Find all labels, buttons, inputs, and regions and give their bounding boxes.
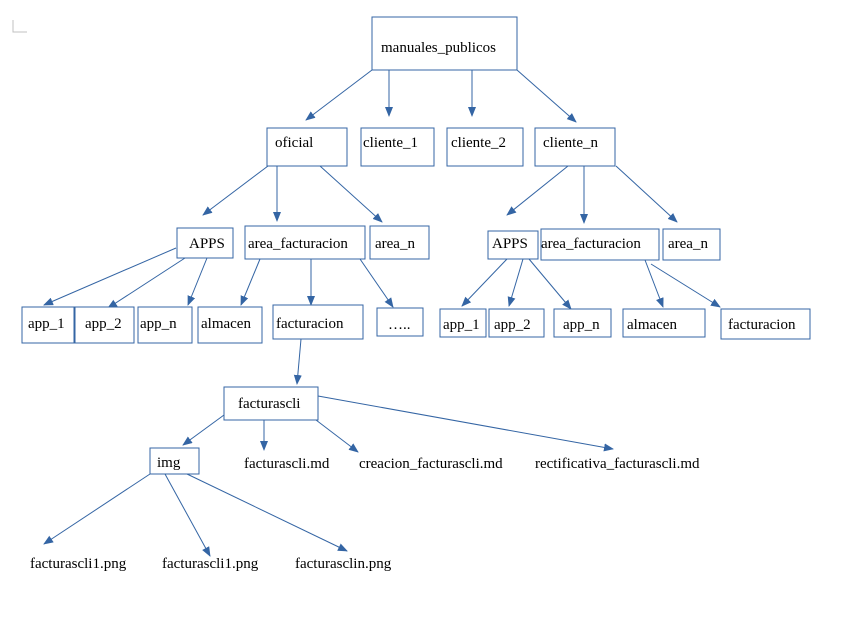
node-facturascli: facturascli <box>223 386 319 421</box>
edge-clienten-area-n <box>615 165 678 223</box>
svg-text:…..: ….. <box>388 317 411 333</box>
edge-ofapps-app1 <box>43 247 177 306</box>
node-cliente-n-area-n: area_n <box>662 228 721 261</box>
edge-cnapps-app2 <box>507 258 524 307</box>
node-oficial-apps: APPS <box>176 227 234 259</box>
edge-ofarea-ellipsis <box>359 258 394 308</box>
node-cliente-n-app-n: app_n <box>553 308 612 338</box>
file-facturascli-md: facturascli.md <box>244 456 330 472</box>
svg-text:cliente_n: cliente_n <box>543 135 598 151</box>
file-png-n: facturasclin.png <box>295 556 392 572</box>
node-oficial-area-facturacion: area_facturacion <box>244 225 366 260</box>
page-corner-mark <box>12 20 27 33</box>
edge-facturacion-facturascli <box>293 338 302 385</box>
edge-oficial-apps <box>202 165 269 216</box>
node-cliente-n-app-1: app_1 <box>439 308 487 338</box>
svg-text:cliente_2: cliente_2 <box>451 135 506 151</box>
edge-img-png1a <box>43 473 151 545</box>
edge-ofarea-almacen <box>240 258 261 306</box>
svg-text:oficial: oficial <box>275 135 313 151</box>
node-cliente-2: cliente_2 <box>446 127 524 167</box>
node-oficial-app-n: app_n <box>137 306 193 344</box>
svg-text:APPS: APPS <box>492 236 528 252</box>
node-oficial-facturacion: facturacion <box>272 304 364 340</box>
svg-text:facturascli: facturascli <box>238 396 300 412</box>
edge-img-pngn <box>186 473 348 552</box>
svg-text:facturacion: facturacion <box>276 316 344 332</box>
edges <box>43 69 721 557</box>
file-png-1a: facturascli1.png <box>30 556 127 572</box>
svg-text:area_n: area_n <box>375 236 415 252</box>
edge-img-png1b <box>164 473 211 557</box>
svg-text:facturacion: facturacion <box>728 317 796 333</box>
svg-text:area_facturacion: area_facturacion <box>541 236 641 252</box>
svg-text:img: img <box>157 455 181 471</box>
edge-cnapps-appn <box>528 258 572 310</box>
node-cliente-n-app-2: app_2 <box>488 308 545 338</box>
edge-oficial-area-n <box>319 165 383 223</box>
file-creacion-md: creacion_facturascli.md <box>359 456 503 472</box>
svg-text:area_n: area_n <box>668 236 708 252</box>
file-png-1b: facturascli1.png <box>162 556 259 572</box>
edge-cnarea-facturacion <box>650 263 721 308</box>
edge-root-oficial <box>305 69 373 121</box>
svg-text:app_2: app_2 <box>85 316 122 332</box>
edge-facturascli-rectificativa <box>317 395 614 452</box>
node-cliente-n-apps: APPS <box>487 230 539 260</box>
edge-facturascli-img <box>182 414 225 446</box>
node-cliente-1: cliente_1 <box>360 127 435 167</box>
edge-ofapps-appn <box>187 257 208 306</box>
node-oficial: oficial <box>266 127 348 167</box>
svg-text:app_n: app_n <box>140 316 177 332</box>
svg-text:app_n: app_n <box>563 317 600 333</box>
svg-text:manuales_publicos: manuales_publicos <box>381 40 496 56</box>
edge-cnapps-app1 <box>461 258 508 307</box>
node-oficial-app-2: app_2 <box>74 306 135 344</box>
svg-text:app_1: app_1 <box>28 316 65 332</box>
svg-text:almacen: almacen <box>201 316 251 332</box>
edge-facturascli-creacion <box>315 419 359 453</box>
edge-root-clienten <box>516 69 577 123</box>
node-oficial-almacen: almacen <box>197 306 263 344</box>
svg-text:APPS: APPS <box>189 236 225 252</box>
node-root: manuales_publicos <box>371 16 518 71</box>
file-rectificativa-md: rectificativa_facturascli.md <box>535 456 700 472</box>
edge-clienten-apps <box>506 165 569 216</box>
svg-text:almacen: almacen <box>627 317 677 333</box>
node-cliente-n: cliente_n <box>534 127 616 167</box>
node-cliente-n-facturacion: facturacion <box>720 308 811 340</box>
svg-text:app_2: app_2 <box>494 317 531 333</box>
node-img: img <box>149 447 200 475</box>
svg-text:cliente_1: cliente_1 <box>363 135 418 151</box>
node-oficial-ellipsis: ….. <box>376 307 424 337</box>
svg-text:app_1: app_1 <box>443 317 480 333</box>
node-oficial-app-1: app_1 <box>21 306 75 344</box>
svg-text:area_facturacion: area_facturacion <box>248 236 348 252</box>
node-oficial-area-n: area_n <box>369 225 430 260</box>
edge-ofapps-app2 <box>107 257 186 309</box>
edge-cnarea-almacen <box>644 259 664 308</box>
node-cliente-n-almacen: almacen <box>622 308 706 338</box>
node-cliente-n-area-facturacion: area_facturacion <box>540 228 660 261</box>
